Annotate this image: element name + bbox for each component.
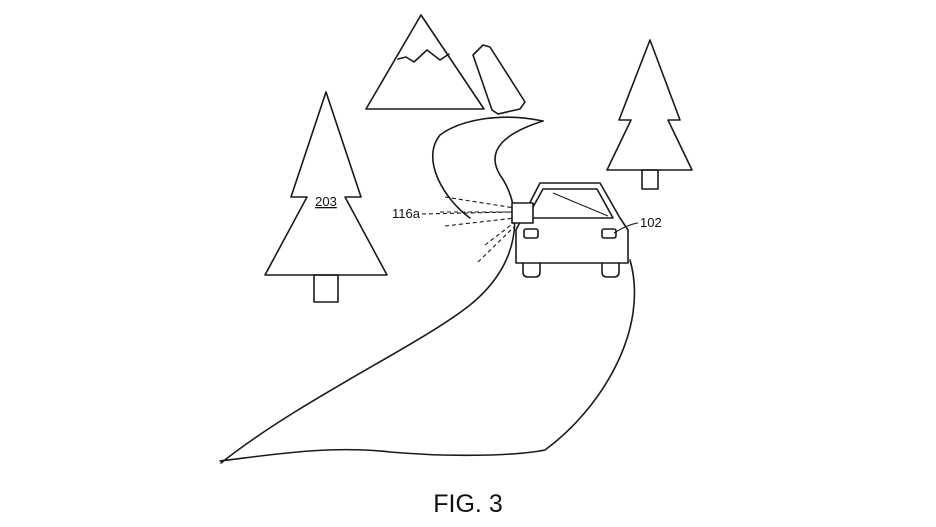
sensor-beams — [440, 196, 516, 263]
vehicle-ref-label: 102 — [640, 215, 662, 230]
right-headlight — [601, 228, 617, 239]
right-tree — [606, 39, 693, 190]
left-wheel — [522, 262, 541, 278]
vehicle — [511, 182, 629, 278]
right-wheel — [601, 262, 620, 278]
sensor-leader-line — [421, 211, 513, 215]
sensor-box — [511, 202, 534, 224]
left-tree — [264, 91, 388, 303]
road — [219, 116, 636, 464]
tree-ref-label: 203 — [315, 194, 337, 209]
figure-caption: FIG. 3 — [433, 490, 503, 518]
mountain — [365, 14, 485, 110]
sensor-ref-label: 116a — [392, 206, 421, 221]
left-headlight — [523, 228, 539, 239]
vehicle-leader-line — [613, 222, 639, 234]
rock — [472, 44, 526, 115]
